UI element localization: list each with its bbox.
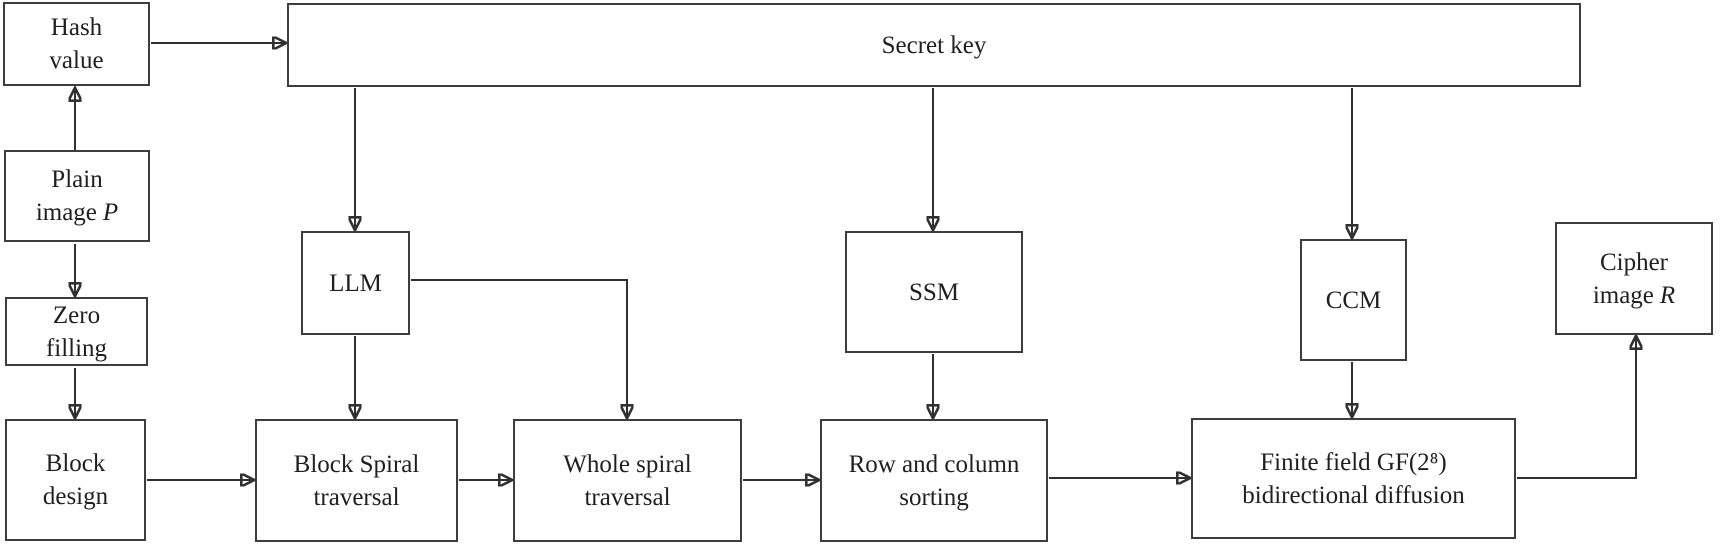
node-block-design: Block design — [5, 419, 146, 541]
node-row-column-sorting: Row and column sorting — [820, 419, 1048, 542]
node-secret-key: Secret key — [287, 3, 1581, 87]
cipher-image-variable: R — [1659, 281, 1676, 309]
node-block-spiral-traversal-label: Block Spiral traversal — [293, 450, 420, 511]
node-block-design-label: Block design — [42, 450, 109, 510]
node-hash-value-label: Hash value — [49, 14, 104, 74]
node-llm-label: LLM — [329, 269, 382, 297]
node-whole-spiral-traversal: Whole spiral traversal — [513, 419, 742, 542]
node-llm: LLM — [301, 231, 410, 335]
node-whole-spiral-traversal-label: Whole spiral traversal — [563, 450, 692, 511]
plain-image-variable: P — [102, 199, 119, 226]
node-zero-filling-label: Zero filling — [45, 301, 108, 362]
node-ccm-label: CCM — [1325, 286, 1382, 314]
node-ssm: SSM — [845, 231, 1023, 353]
node-hash-value: Hash value — [3, 2, 150, 86]
node-zero-filling: Zero filling — [5, 297, 148, 366]
arrow-llm-to-wholespiral — [411, 279, 627, 417]
node-secret-key-label: Secret key — [881, 31, 987, 59]
arrow-finitefield-to-cipher — [1517, 337, 1636, 479]
node-ccm: CCM — [1300, 239, 1407, 361]
node-row-column-sorting-label: Row and column sorting — [848, 450, 1020, 511]
node-block-spiral-traversal: Block Spiral traversal — [255, 419, 458, 542]
node-ssm-label: SSM — [908, 278, 960, 306]
node-finite-field-diffusion: Finite field GF(2⁸) bidirectional diffus… — [1191, 418, 1516, 539]
node-finite-field-diffusion-label: Finite field GF(2⁸) bidirectional diffus… — [1242, 448, 1465, 509]
